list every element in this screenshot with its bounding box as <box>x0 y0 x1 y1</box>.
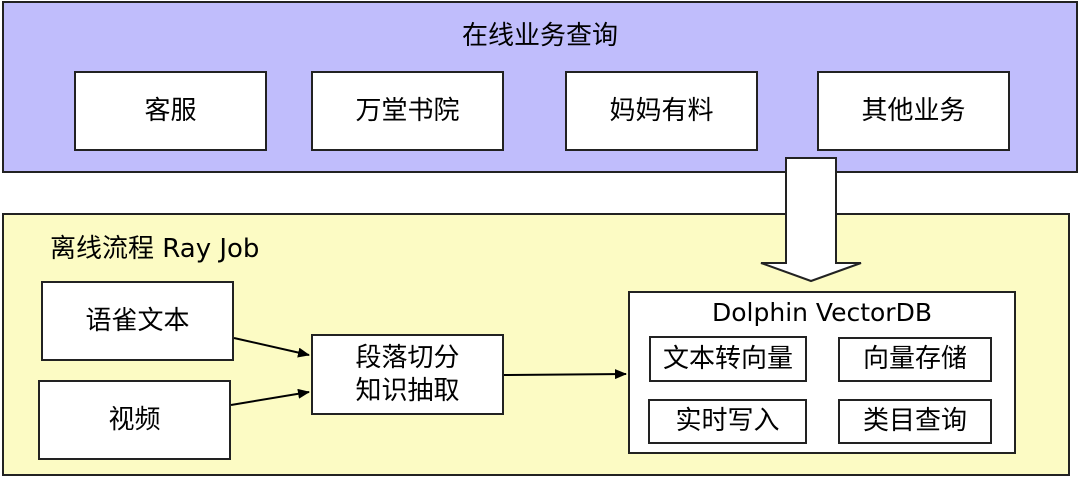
vectordb-item-vector-storage: 向量存储 <box>838 337 992 382</box>
arrow-video-to-process <box>230 388 310 406</box>
arrow-process-to-vectordb <box>503 369 627 380</box>
service-customer: 客服 <box>74 71 267 151</box>
online-panel-title: 在线业务查询 <box>461 21 618 51</box>
process-step-split: 段落切分 <box>355 343 460 373</box>
process-box: 段落切分 知识抽取 <box>311 334 504 415</box>
big-down-arrow <box>760 157 862 283</box>
vectordb-item-category-query: 类目查询 <box>838 399 992 444</box>
source-video: 视频 <box>38 380 231 460</box>
vectordb-item-text-to-vector: 文本转向量 <box>649 336 807 382</box>
offline-panel-title: 离线流程 Ray Job <box>50 234 260 264</box>
service-wantang-academy: 万堂书院 <box>311 71 504 151</box>
service-other: 其他业务 <box>817 71 1010 151</box>
vectordb-item-realtime-write: 实时写入 <box>648 399 807 444</box>
vectordb-title: Dolphin VectorDB <box>711 298 932 327</box>
service-mama-youliao: 妈妈有料 <box>565 71 758 151</box>
arrow-text-to-process <box>233 337 310 358</box>
source-yuque-text: 语雀文本 <box>41 281 234 361</box>
process-step-extract: 知识抽取 <box>355 375 460 406</box>
